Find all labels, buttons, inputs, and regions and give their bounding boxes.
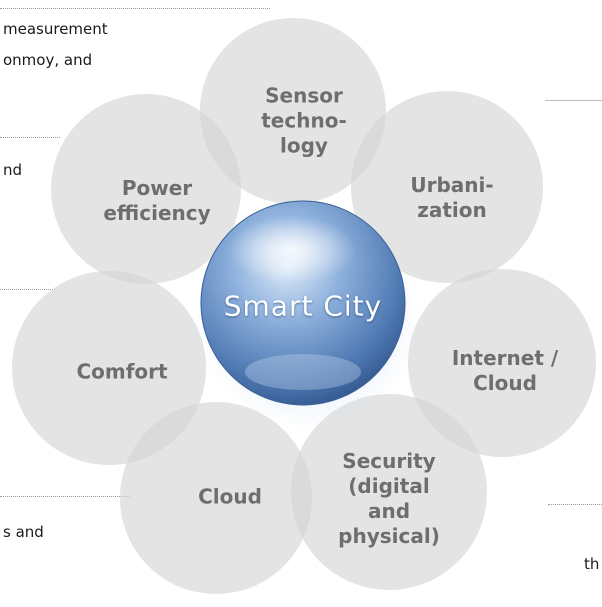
label-sensor-technology: Sensor techno- logy bbox=[261, 84, 347, 159]
petal-internet bbox=[408, 269, 596, 457]
divider-left-3 bbox=[0, 496, 130, 497]
petal-security bbox=[291, 394, 487, 590]
label-comfort: Comfort bbox=[76, 360, 167, 385]
petal-urbanization bbox=[351, 91, 543, 283]
divider-top bbox=[0, 8, 270, 9]
label-power-efficiency-text: Power efficiency bbox=[103, 176, 211, 225]
side-text-bottom-left: s and bbox=[3, 523, 44, 541]
petal-power bbox=[51, 94, 241, 284]
label-power-efficiency: Power efficiency bbox=[103, 176, 210, 226]
label-security: Security (digital and physical) bbox=[338, 449, 440, 549]
divider-left-1 bbox=[0, 137, 60, 138]
label-sensor-technology-text: Sensor techno- logy bbox=[261, 83, 347, 158]
label-comfort-text: Comfort bbox=[76, 359, 168, 384]
side-text-top-left-2: onmoy, and bbox=[3, 51, 93, 69]
side-text-mid-left: nd bbox=[3, 161, 23, 179]
petal-sensor bbox=[200, 18, 386, 204]
petal-circles bbox=[12, 18, 596, 594]
divider-left-2 bbox=[0, 289, 55, 290]
petal-cloud bbox=[120, 402, 312, 594]
label-urbanization: Urbani- zation bbox=[410, 173, 493, 223]
label-urbanization-text: Urbani- zation bbox=[410, 173, 494, 222]
label-cloud: Cloud bbox=[198, 485, 262, 510]
label-internet-cloud: Internet / Cloud bbox=[452, 346, 558, 396]
side-text-bottom-right: th bbox=[584, 555, 600, 573]
side-text-top-left-1: measurement bbox=[3, 20, 108, 38]
label-internet-cloud-text: Internet / Cloud bbox=[451, 346, 559, 395]
sphere-reflection bbox=[245, 354, 361, 390]
center-label-smart-city: Smart City bbox=[223, 289, 383, 323]
divider-right-1 bbox=[545, 100, 602, 101]
label-cloud-text: Cloud bbox=[198, 484, 262, 509]
divider-right-2 bbox=[548, 504, 602, 505]
petal-comfort bbox=[12, 271, 206, 465]
sphere-highlight bbox=[228, 216, 356, 284]
label-security-text: Security (digital and physical) bbox=[338, 449, 440, 548]
